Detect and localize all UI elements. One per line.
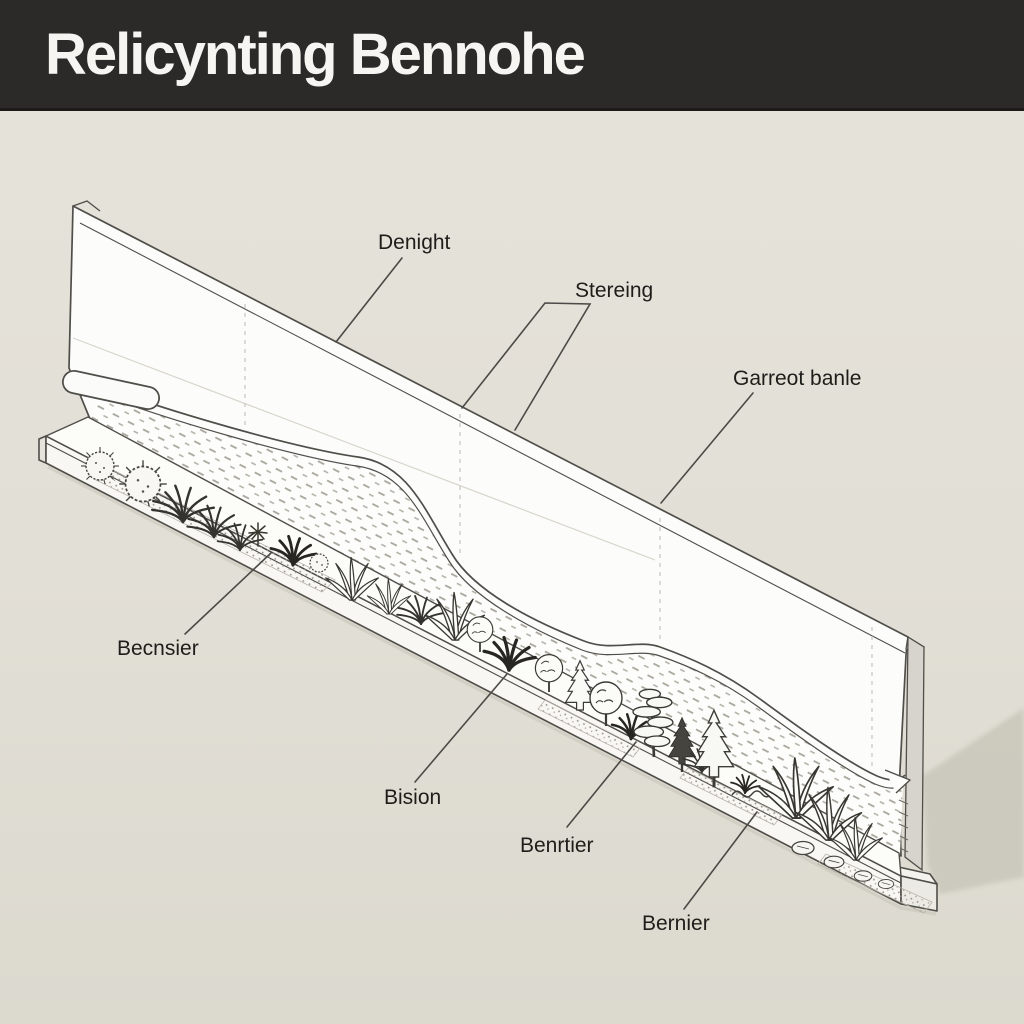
label-bernier: Bernier <box>642 912 710 935</box>
label-garreot-banle: Garreot banle <box>733 367 862 390</box>
label-denight: Denight <box>378 231 451 254</box>
leader-garreot-banle <box>660 392 754 504</box>
leader-bernier <box>683 811 758 910</box>
leader-stereing <box>461 302 592 431</box>
wall-textured-band <box>62 370 911 854</box>
leader-denight <box>335 257 403 343</box>
band-end-bricks <box>898 799 909 853</box>
planting-strip <box>45 416 933 914</box>
label-becnsier: Becnsier <box>117 637 199 660</box>
leader-becnsier <box>184 552 272 635</box>
title-bar: Relicynting Bennohe <box>0 0 1024 111</box>
leader-bision <box>414 673 508 783</box>
page-title: Relicynting Bennohe <box>45 21 586 87</box>
cast-shadow <box>922 708 1024 894</box>
leader-benrtier <box>566 741 637 828</box>
plants <box>80 446 895 890</box>
label-bision: Bision <box>384 786 442 809</box>
label-stereing: Stereing <box>575 279 654 302</box>
label-benrtier: Benrtier <box>520 834 594 857</box>
leader-lines <box>184 257 758 910</box>
panel-seam-lines <box>244 304 873 767</box>
